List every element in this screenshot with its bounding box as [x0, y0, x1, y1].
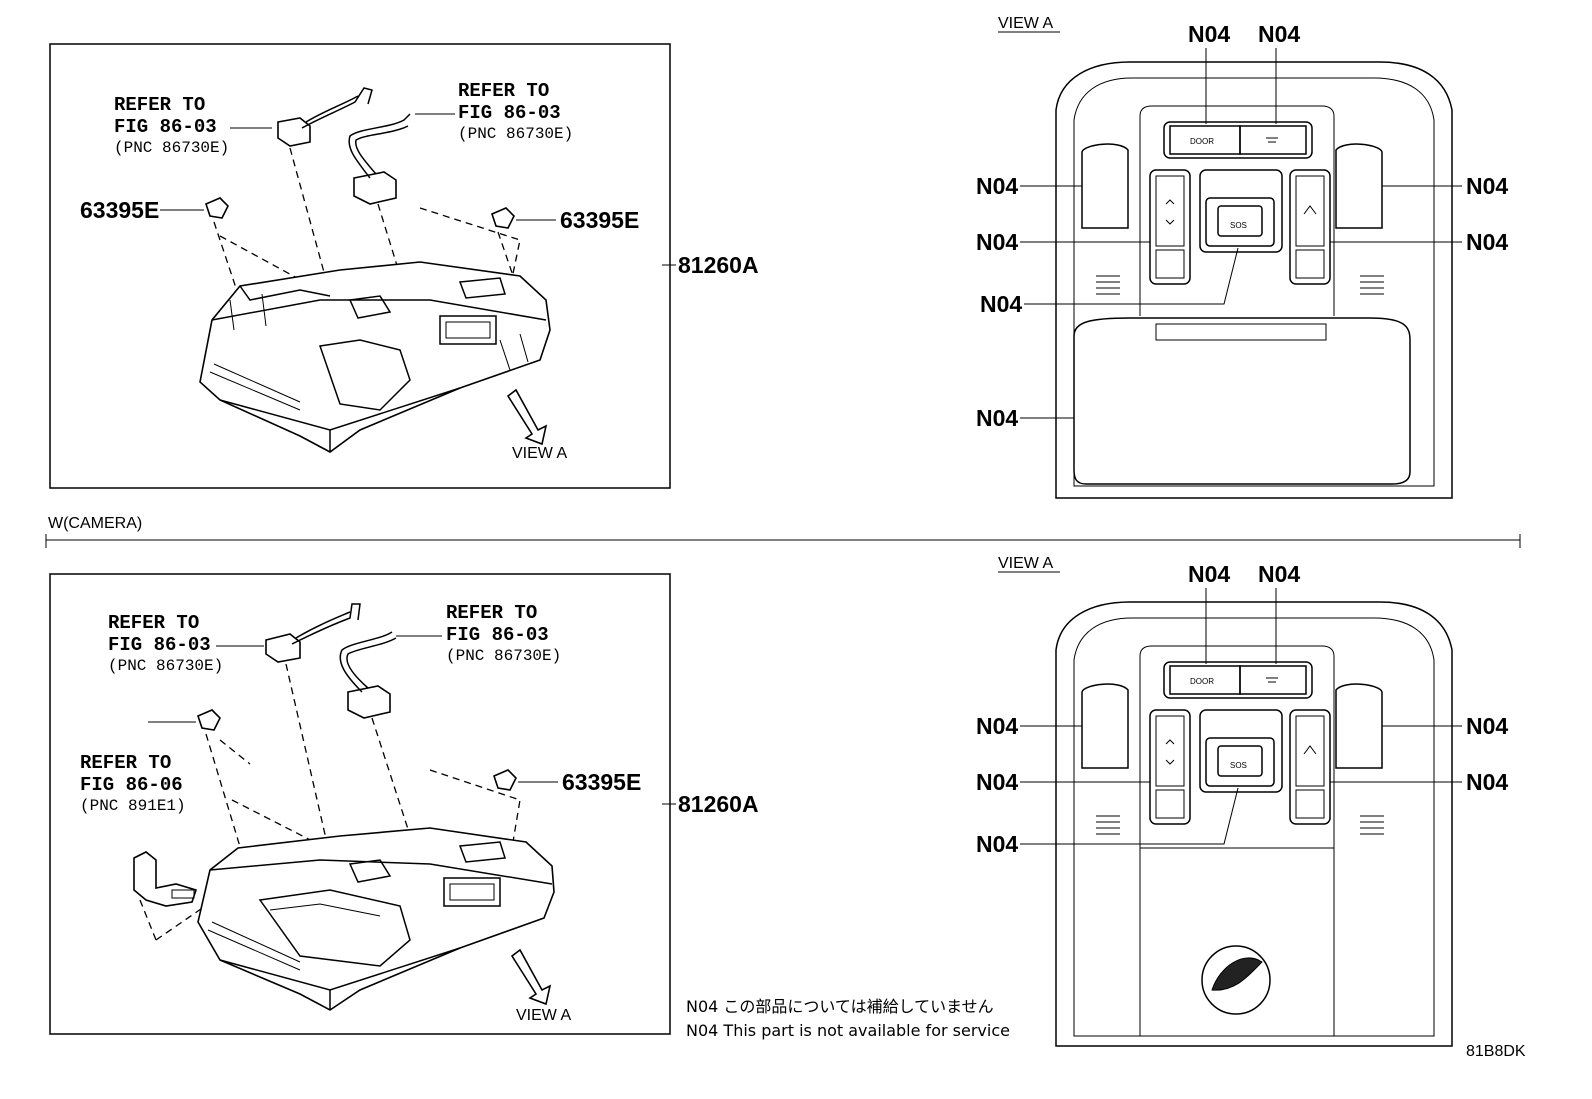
top-console-body — [199, 261, 551, 453]
bottom-exploded-view: REFER TO FIG 86-03 (PNC 86730E) REFER TO… — [49, 573, 759, 1035]
bottom-callout-left-switch: N04 — [976, 769, 1018, 795]
bottom-callout-door: N04 — [1188, 561, 1230, 587]
top-callout-right-lamp: N04 — [1466, 173, 1508, 199]
top-refer-right-pnc: (PNC 86730E) — [458, 125, 573, 143]
bottom-callout-dome: N04 — [1258, 561, 1300, 587]
bottom-console-body — [197, 827, 555, 1011]
top-door-switch-label: DOOR — [1190, 137, 1214, 146]
top-view-arrow-label: VIEW A — [512, 445, 567, 462]
bottom-camera-module — [133, 851, 198, 907]
bottom-refer-left-line2: FIG 86-03 — [108, 634, 211, 656]
bottom-clip-right: 63395E — [493, 769, 641, 795]
bottom-clip-left — [148, 709, 221, 731]
bottom-refer-camera-line2: FIG 86-06 — [80, 774, 183, 796]
bottom-refer-camera-line1: REFER TO — [80, 752, 171, 774]
top-callout-dome: N04 — [1258, 21, 1300, 47]
bottom-harness-left — [265, 603, 361, 663]
top-clip-right: 63395E — [491, 207, 639, 233]
bottom-view-arrow: VIEW A — [510, 948, 571, 1024]
bottom-refer-right-pnc: (PNC 86730E) — [446, 647, 561, 665]
top-view-a: VIEW A DOOR SOS — [976, 15, 1508, 499]
top-clip-right-label: 63395E — [560, 207, 639, 233]
bottom-refer-right-line2: FIG 86-03 — [446, 624, 549, 646]
top-frame — [49, 43, 671, 489]
bottom-view-a: VIEW A DOOR SOS — [976, 555, 1508, 1047]
bottom-callout-sos: N04 — [976, 831, 1018, 857]
bottom-door-switch-label: DOOR — [1190, 677, 1214, 686]
top-harness-right — [348, 113, 411, 205]
note-japanese: N04 この部品については補給していません — [686, 997, 994, 1016]
top-refer-left-line1: REFER TO — [114, 94, 205, 116]
top-callout-door: N04 — [1188, 21, 1230, 47]
top-clip-left-label: 63395E — [80, 197, 159, 223]
divider-label: W(CAMERA) — [48, 515, 142, 532]
bottom-refer-right-line1: REFER TO — [446, 602, 537, 624]
bottom-refer-camera-pnc: (PNC 891E1) — [80, 797, 186, 815]
top-refer-right-line1: REFER TO — [458, 80, 549, 102]
bottom-callout-left-lamp: N04 — [976, 713, 1018, 739]
bottom-sos-label: SOS — [1230, 761, 1247, 770]
note-english: N04 This part is not available for servi… — [686, 1021, 1010, 1040]
top-view-a-title: VIEW A — [998, 15, 1053, 32]
top-callout-left-lamp: N04 — [976, 173, 1018, 199]
top-callout-left-switch: N04 — [976, 229, 1018, 255]
camera-divider: W(CAMERA) — [45, 515, 1521, 548]
top-callout-right-switch: N04 — [1466, 229, 1508, 255]
bottom-view-a-title: VIEW A — [998, 555, 1053, 572]
top-assembly-label: 81260A — [678, 252, 759, 278]
top-callout-sos: N04 — [980, 291, 1022, 317]
bottom-refer-left-line1: REFER TO — [108, 612, 199, 634]
top-refer-left-pnc: (PNC 86730E) — [114, 139, 229, 157]
top-callout-holder: N04 — [976, 405, 1018, 431]
bottom-refer-left-pnc: (PNC 86730E) — [108, 657, 223, 675]
bottom-clip-right-label: 63395E — [562, 769, 641, 795]
top-view-arrow: VIEW A — [506, 388, 567, 462]
bottom-callout-right-switch: N04 — [1466, 769, 1508, 795]
figure-code: 81B8DK — [1466, 1043, 1526, 1060]
bottom-callout-right-lamp: N04 — [1466, 713, 1508, 739]
top-clip-left: 63395E — [80, 197, 229, 223]
bottom-camera-lens — [1201, 945, 1271, 1015]
bottom-harness-right — [339, 631, 397, 719]
bottom-view-arrow-label: VIEW A — [516, 1007, 571, 1024]
top-harness-left — [277, 87, 373, 147]
bottom-assembly-label: 81260A — [678, 791, 759, 817]
top-refer-right-line2: FIG 86-03 — [458, 102, 561, 124]
top-refer-left-line2: FIG 86-03 — [114, 116, 217, 138]
top-exploded-view: REFER TO FIG 86-03 (PNC 86730E) REFER TO… — [49, 43, 759, 489]
top-sos-label: SOS — [1230, 221, 1247, 230]
